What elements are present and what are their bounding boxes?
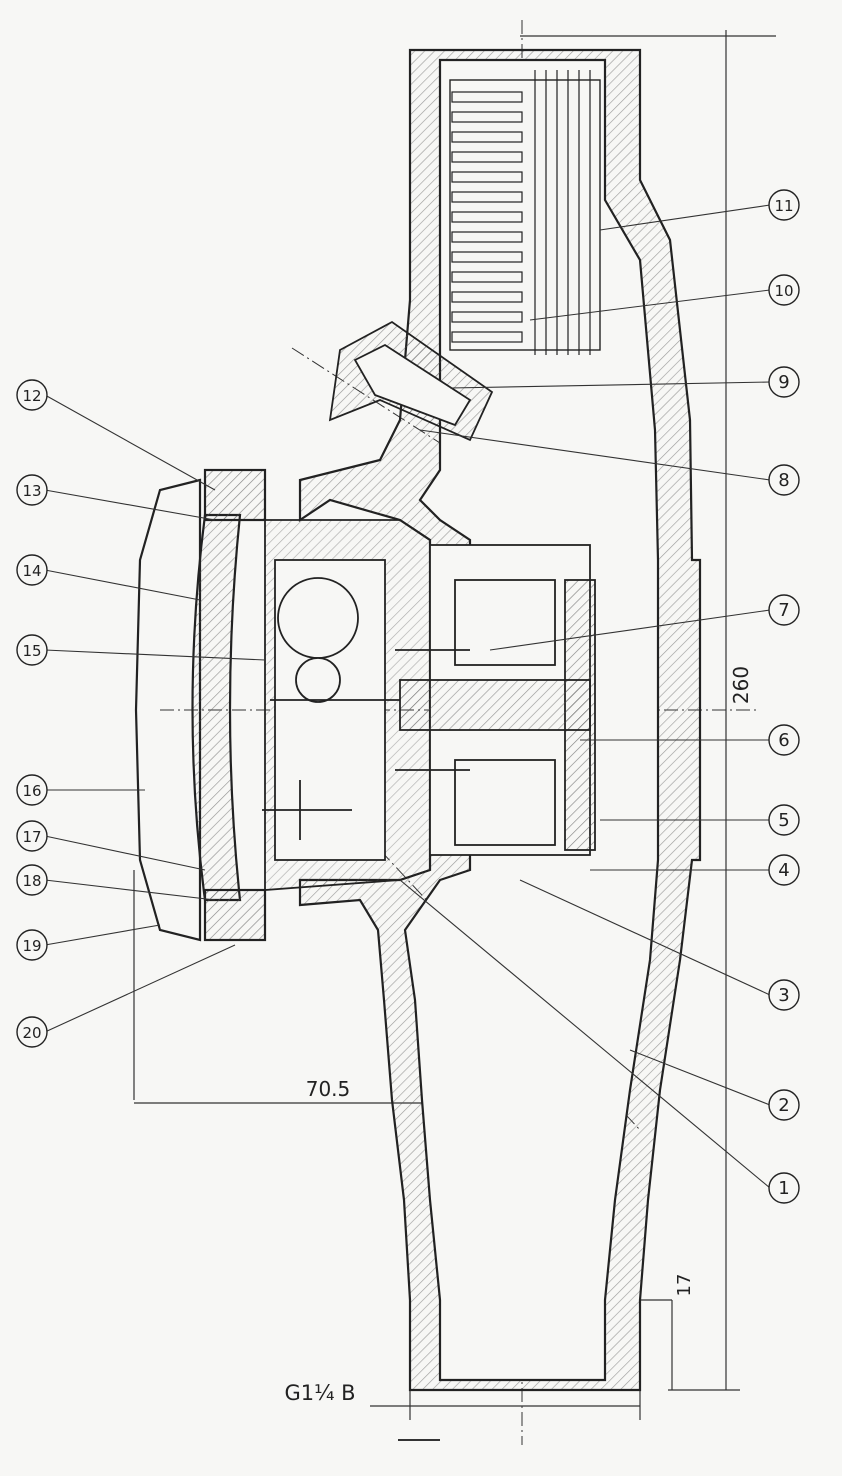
dimension-port-offset: 17 [674,1274,695,1297]
callout-18-label: 18 [22,872,41,890]
callout-17: 17 [16,820,48,852]
callout-8-label: 8 [778,470,789,491]
strainer-slat [451,271,523,283]
callout-3: 3 [768,979,800,1011]
callout-19-label: 19 [22,937,41,955]
callout-4: 4 [768,854,800,886]
callout-2-label: 2 [778,1095,789,1116]
strainer-slat [451,191,523,203]
strainer-slat [451,211,523,223]
callout-9: 9 [768,366,800,398]
strainer-slat [451,231,523,243]
dimension-height: 70.5 [306,1077,351,1101]
callout-16-label: 16 [22,782,41,800]
callout-11-label: 11 [774,197,793,215]
callout-10-label: 10 [774,282,793,300]
callout-11: 11 [768,189,800,221]
register-cap [134,468,267,942]
callout-7: 7 [768,594,800,626]
callout-1: 1 [768,1172,800,1204]
callout-2: 2 [768,1089,800,1121]
strainer-slat [451,251,523,263]
callout-4-label: 4 [778,860,789,881]
strainer-slat [451,311,523,323]
callout-5: 5 [768,804,800,836]
thread-spec: G1¼ B [284,1381,355,1405]
callout-19: 19 [16,929,48,961]
dimension-overall-length: 260 [729,666,753,704]
callout-20-label: 20 [22,1024,41,1042]
callout-6: 6 [768,724,800,756]
register-housing [262,519,431,891]
callout-15-label: 15 [22,642,41,660]
callout-12-label: 12 [22,387,41,405]
callout-14: 14 [16,554,48,586]
callout-14-label: 14 [22,562,41,580]
callout-5-label: 5 [778,810,789,831]
callout-13: 13 [16,474,48,506]
regulating-plug [328,320,494,442]
callout-12: 12 [16,379,48,411]
callout-17-label: 17 [22,828,41,846]
callout-16: 16 [16,774,48,806]
callout-3-label: 3 [778,985,789,1006]
callout-1-label: 1 [778,1178,789,1199]
strainer-slat [451,171,523,183]
strainer-slat [451,291,523,303]
callout-8: 8 [768,464,800,496]
strainer-slat [451,151,523,163]
callout-7-label: 7 [778,600,789,621]
strainer-slat [451,111,523,123]
callout-15: 15 [16,634,48,666]
strainer-slats [451,70,591,355]
callout-18: 18 [16,864,48,896]
callout-6-label: 6 [778,730,789,751]
strainer-slat [451,131,523,143]
callout-10: 10 [768,274,800,306]
leader-lines [44,204,771,1189]
callout-20: 20 [16,1016,48,1048]
strainer-slat [451,331,523,343]
measuring-chamber [395,544,596,856]
strainer-slat [451,91,523,103]
callout-9-label: 9 [778,372,789,393]
callout-13-label: 13 [22,482,41,500]
